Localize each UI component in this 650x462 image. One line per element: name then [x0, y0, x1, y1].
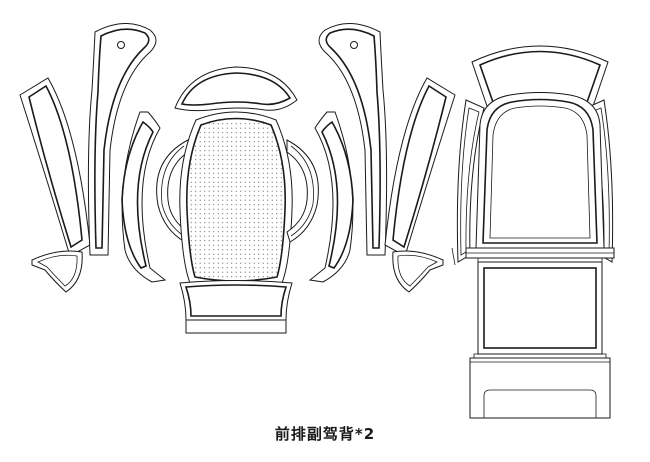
seat-cover-pattern-sheet	[19, 23, 615, 419]
assembled-back-view	[451, 45, 615, 419]
left-outer-side-panel	[19, 77, 91, 257]
mounting-hole-icon	[350, 41, 358, 49]
left-mid-side-panel	[121, 111, 167, 283]
top-headrest-cap	[174, 66, 298, 112]
left-long-strip-panel	[87, 23, 157, 256]
right-outer-side-panel	[384, 77, 456, 257]
right-long-strip-panel	[318, 23, 388, 256]
apron-top-hem	[473, 353, 607, 359]
left-bottom-hook-piece	[31, 250, 83, 293]
mounting-hole-icon	[117, 41, 125, 49]
assembly-bottom-apron	[469, 357, 611, 419]
assembly-upper-panel	[475, 92, 605, 249]
center-perforated-panel	[179, 111, 293, 288]
right-bottom-hook-piece	[392, 250, 444, 293]
pattern-caption: 前排副驾背*2	[274, 425, 376, 443]
perforation-dots-fill	[186, 118, 286, 281]
right-mid-side-panel	[308, 111, 354, 283]
assembly-lower-panel	[477, 261, 603, 355]
flap-hem-strip	[185, 319, 287, 334]
right-inner-bolster	[286, 139, 319, 243]
center-bottom-flap	[179, 280, 293, 334]
